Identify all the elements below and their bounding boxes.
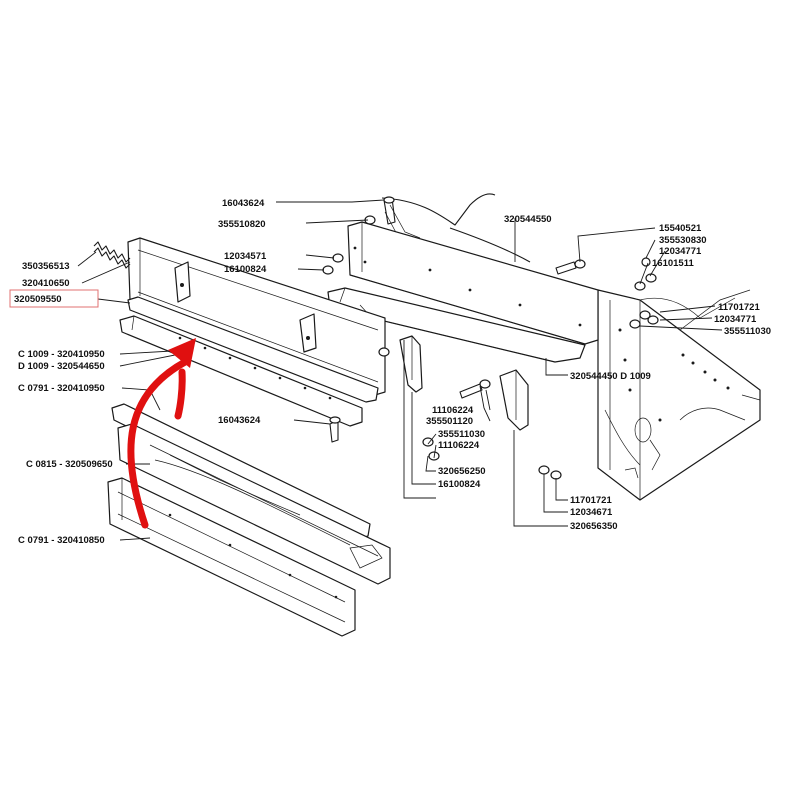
bracket-right <box>499 369 529 431</box>
top-board <box>127 237 386 397</box>
perforated-rail <box>119 315 363 427</box>
label-16100824-b: 16100824 <box>438 479 481 490</box>
label-12034571: 12034571 <box>224 251 267 262</box>
red-arrow <box>127 338 196 529</box>
chassis-outline <box>381 193 761 501</box>
label-12034771-b: 12034771 <box>714 314 757 325</box>
label-320410650: 320410650 <box>22 278 70 289</box>
lower-rail-c0791a <box>111 403 371 541</box>
label-320656250: 320656250 <box>438 466 486 477</box>
label-350356513: 350356513 <box>22 261 70 272</box>
label-320509550: 320509550 <box>14 294 62 305</box>
label-16101511: 16101511 <box>652 258 694 269</box>
label-355530830: 355530830 <box>659 235 707 246</box>
lower-frame-c0791b <box>107 477 356 637</box>
label-320544450: 320544450 D 1009 <box>570 371 651 382</box>
part-labels: 16043624 355510820 12034571 16100824 350… <box>14 198 771 546</box>
label-320544550: 320544550 <box>504 214 552 225</box>
label-355511030-a: 355511030 <box>724 326 771 337</box>
label-15540521: 15540521 <box>659 223 702 234</box>
label-11701721-a: 11701721 <box>718 302 760 313</box>
label-c0791b: C 0791 - 320410850 <box>18 535 105 546</box>
strip <box>127 296 379 403</box>
label-355511030-b: 355511030 <box>438 429 485 440</box>
label-16043624-mid: 16043624 <box>218 415 261 426</box>
label-11106224-a: 11106224 <box>432 405 474 416</box>
label-c1009: C 1009 - 320410950 <box>18 349 105 360</box>
label-c0815: C 0815 - 320509650 <box>26 459 113 470</box>
label-16043624-top: 16043624 <box>222 198 265 209</box>
label-d1009: D 1009 - 320544650 <box>18 361 105 372</box>
label-320656350: 320656350 <box>570 521 618 532</box>
spring <box>93 241 131 269</box>
bracket-left <box>399 335 423 393</box>
label-355501120: 355501120 <box>426 416 473 427</box>
label-11106224-b: 11106224 <box>438 440 480 451</box>
label-11701721-b: 11701721 <box>570 495 612 506</box>
highlight-box <box>9 289 99 308</box>
label-12034671: 12034671 <box>570 507 613 518</box>
label-12034771-a: 12034771 <box>659 246 702 257</box>
rear-plate <box>347 221 599 345</box>
label-16100824-top: 16100824 <box>224 264 267 275</box>
fasteners <box>322 196 659 480</box>
label-355510820: 355510820 <box>218 219 266 230</box>
label-c0791a: C 0791 - 320410950 <box>18 383 105 394</box>
